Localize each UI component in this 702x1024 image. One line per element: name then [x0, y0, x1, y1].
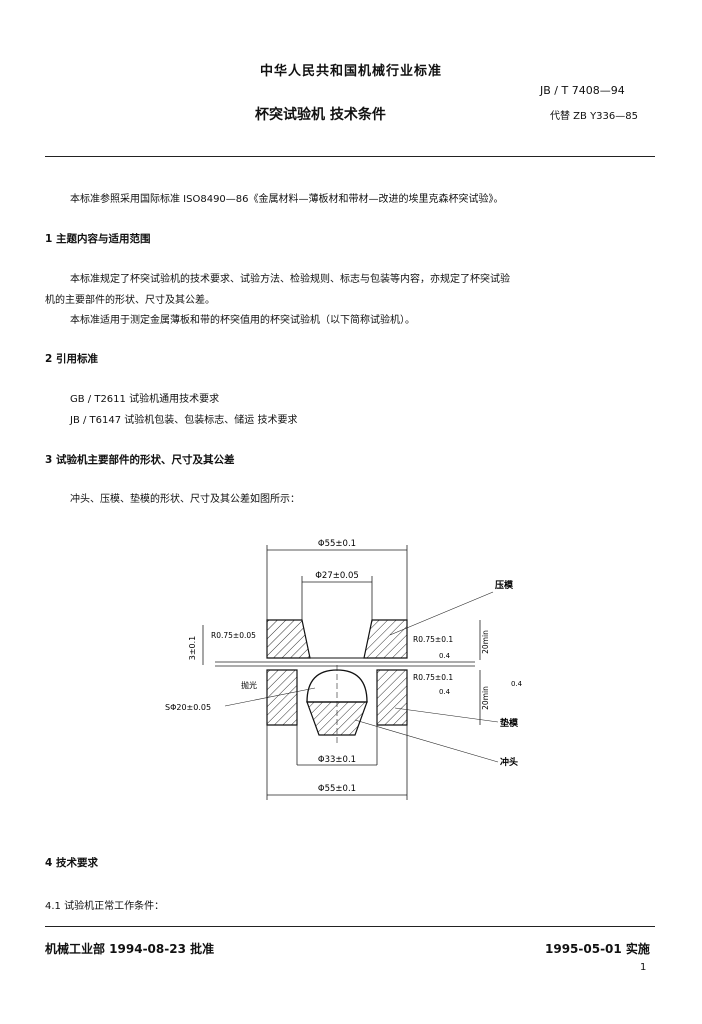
reference-1: GB / T2611 试验机通用技术要求: [70, 394, 220, 405]
section-1-heading: 1 主题内容与适用范围: [45, 233, 151, 245]
section-1-para-1b: 机的主要部件的形状、尺寸及其公差。: [45, 295, 215, 306]
label-press-die: 压模: [495, 579, 514, 591]
label-polish: 抛光: [241, 680, 257, 690]
section-1-para-1a: 本标准规定了杯突试验机的技术要求、试验方法、检验规则、标志与包装等内容，亦规定了…: [70, 274, 510, 285]
reference-2: JB / T6147 试验机包装、包装标志、储运 技术要求: [70, 415, 298, 426]
label-punch: 冲头: [500, 756, 518, 768]
section-3-heading: 3 试验机主要部件的形状、尺寸及其公差: [45, 454, 235, 466]
section-4-1: 4.1 试验机正常工作条件：: [45, 901, 165, 912]
issuing-body: 中华人民共和国机械行业标准: [259, 64, 442, 79]
dim-inner: Φ27±0.05: [315, 571, 359, 581]
roughness-2: 0.4: [439, 688, 451, 696]
header-rule: [45, 156, 655, 157]
section-2-heading: 2 引用标准: [45, 353, 98, 365]
section-3-caption: 冲头、压模、垫模的形状、尺寸及其公差如图所示：: [70, 494, 300, 505]
section-1-para-2: 本标准适用于测定金属薄板和带的杯突值用的杯突试验机（以下简称试验机）。: [70, 315, 415, 326]
press-die-right: [363, 619, 408, 659]
dim-die: Φ33±0.1: [318, 755, 356, 765]
radius-left: R0.75±0.05: [211, 631, 256, 640]
effective-date: 1995-05-01 实施: [545, 942, 650, 956]
press-die-left: [266, 619, 311, 659]
label-sphere: SΦ20±0.05: [165, 703, 211, 712]
label-lower-die: 垫模: [500, 717, 519, 729]
section-4-heading: 4 技术要求: [45, 857, 98, 869]
roughness-3: 0.4: [511, 680, 523, 688]
radius-right-1: R0.75±0.1: [413, 635, 453, 644]
dim-bottom: Φ55±0.1: [318, 784, 356, 794]
page-number: 1: [640, 962, 647, 973]
lower-die-right: [376, 669, 408, 726]
punch-body: [306, 701, 368, 736]
standard-code: JB / T 7408—94: [540, 84, 625, 97]
dim-top: Φ55±0.1: [318, 539, 356, 549]
standard-title: 杯突试验机 技术条件: [255, 107, 386, 123]
dim-side: 3±0.1: [188, 636, 197, 661]
punch-die-figure: Φ55±0.1 Φ27±0.05 Φ33±0.1 Φ55±0.1 3±0.1 R…: [165, 539, 523, 800]
intro-paragraph: 本标准参照采用国际标准 ISO8490—86《金属材料—薄板材和带材—改进的埃里…: [70, 194, 504, 205]
replaces-standard: 代替 ZB Y336—85: [550, 111, 638, 122]
height-bottom: 20min: [481, 686, 490, 710]
footer-rule: [45, 926, 655, 927]
roughness-1: 0.4: [439, 652, 451, 660]
approval-date: 机械工业部 1994-08-23 批准: [45, 942, 215, 956]
height-top: 20min: [481, 630, 490, 654]
lower-die-left: [266, 669, 298, 726]
radius-right-2: R0.75±0.1: [413, 673, 453, 682]
